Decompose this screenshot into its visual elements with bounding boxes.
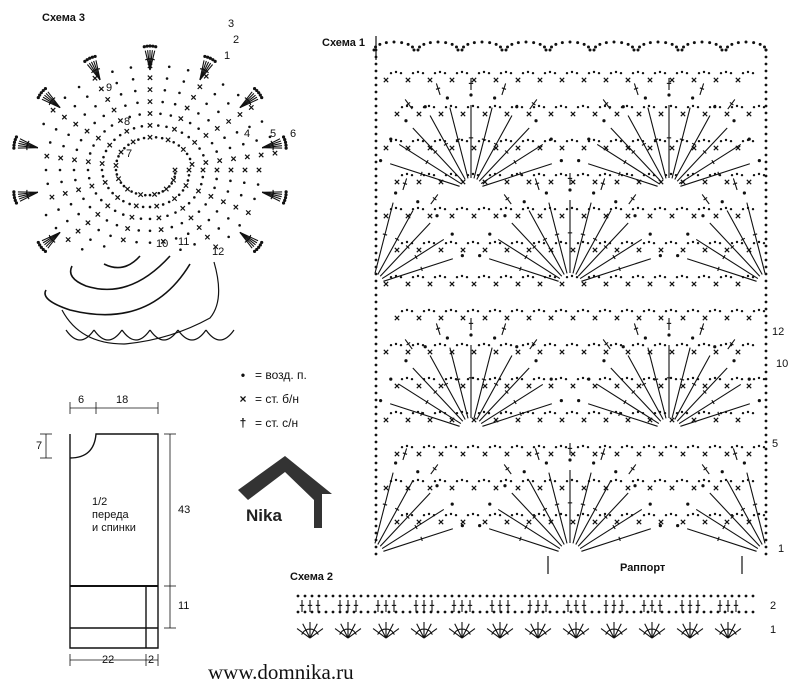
- round-label-11: 11: [178, 236, 190, 248]
- round-label-4: 4: [244, 128, 251, 140]
- round-label-5: 5: [270, 128, 277, 140]
- piece-label-line: переда: [92, 509, 129, 521]
- round-label-12: 12: [212, 246, 225, 258]
- double-crochet-icon: †: [239, 416, 247, 430]
- row-label-5: 5: [772, 438, 779, 450]
- scheme1-chart: [372, 36, 768, 574]
- dim-body-height: 43: [178, 504, 191, 516]
- dim-edge: 2: [148, 654, 155, 666]
- scheme3-title: Схема 3: [42, 12, 86, 24]
- legend-text: = ст. с/н: [255, 416, 299, 430]
- round-label-10: 10: [156, 238, 169, 250]
- round-label-8: 8: [124, 116, 131, 128]
- row-label-12: 12: [772, 326, 785, 338]
- legend-single-crochet: × = ст. б/н: [236, 392, 299, 406]
- legend-text: = ст. б/н: [255, 392, 300, 406]
- repeat-label: Раппорт: [620, 562, 666, 574]
- pattern-piece-label: 1/2 переда и спинки: [92, 496, 136, 535]
- round-label-6: 6: [290, 128, 297, 140]
- scheme3-rosette: [12, 44, 288, 341]
- nika-logo-mark: [238, 456, 332, 528]
- legend-chain: • = возд. п.: [236, 368, 307, 382]
- scheme2-row-label-2: 2: [770, 600, 777, 612]
- scheme2-row-label-1: 1: [770, 624, 777, 636]
- dim-width: 22: [102, 654, 115, 666]
- round-label-7: 7: [126, 148, 133, 160]
- round-label-1: 1: [224, 50, 231, 62]
- scheme1-title: Схема 1: [322, 37, 366, 49]
- dim-shoulder: 18: [116, 394, 129, 406]
- round-label-2: 2: [233, 34, 240, 46]
- scheme2-chart: [296, 594, 755, 639]
- single-crochet-icon: ×: [239, 392, 247, 406]
- legend-text: = возд. п.: [255, 368, 307, 382]
- site-url: www.domnika.ru: [208, 660, 354, 684]
- chain-stitch-icon: •: [240, 368, 246, 382]
- direction-arrows: [44, 255, 220, 345]
- legend-double-crochet: † = ст. с/н: [236, 416, 298, 430]
- round-label-9: 9: [106, 82, 113, 94]
- nika-logo-text: Nika: [246, 506, 282, 525]
- dim-neck-width: 6: [78, 394, 85, 406]
- dim-band-height: 11: [178, 600, 190, 612]
- row-label-10: 10: [776, 358, 789, 370]
- dim-neck-depth: 7: [36, 440, 43, 452]
- piece-label-line: и спинки: [92, 522, 136, 534]
- scheme2-title: Схема 2: [290, 571, 334, 583]
- pattern-piece: [40, 402, 176, 666]
- round-label-3: 3: [228, 18, 235, 30]
- piece-label-line: 1/2: [92, 496, 108, 508]
- row-label-1: 1: [778, 543, 785, 555]
